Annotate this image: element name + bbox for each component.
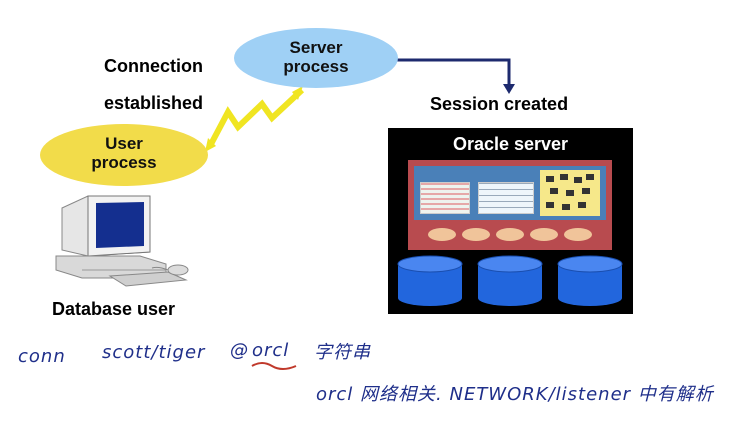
bg-process-2	[462, 228, 490, 241]
buffer-block-2	[478, 182, 534, 214]
bg-process-1	[428, 228, 456, 241]
handwritten-alias: orcl	[252, 340, 290, 361]
handwritten-credentials: scott/tiger	[102, 342, 206, 363]
bg-process-3	[496, 228, 524, 241]
disk-icon	[557, 255, 623, 306]
session-created-label: Session created	[430, 94, 569, 114]
shared-pool-block	[540, 170, 600, 216]
server-process-ellipse	[234, 28, 398, 88]
computer-icon	[55, 195, 189, 287]
connection-label-line1: Connection	[104, 56, 203, 76]
buffer-block-1	[420, 182, 470, 214]
oracle-server-box: Oracle server	[388, 128, 633, 314]
bg-process-5	[564, 228, 592, 241]
handwritten-conn: conn	[18, 346, 66, 367]
handwritten-at: @	[230, 340, 249, 361]
memory-area	[414, 166, 606, 220]
disk-icon	[397, 255, 463, 306]
alias-underline	[251, 362, 297, 370]
handwritten-line2: orcl 网络相关. NETWORK/listener 中有解析	[316, 384, 714, 405]
sga-panel	[408, 160, 612, 250]
user-process-ellipse	[40, 124, 208, 186]
server-process-label: Server process	[283, 38, 349, 76]
handwritten-note: 字符串	[314, 342, 371, 363]
oracle-server-title: Oracle server	[452, 134, 569, 154]
datafile-disks	[397, 255, 623, 306]
disk-icon	[477, 255, 543, 306]
bg-process-4	[530, 228, 558, 241]
connection-label-line2: established	[104, 93, 204, 113]
database-user-label: Database user	[52, 299, 176, 319]
user-process-label: User process	[91, 134, 157, 172]
